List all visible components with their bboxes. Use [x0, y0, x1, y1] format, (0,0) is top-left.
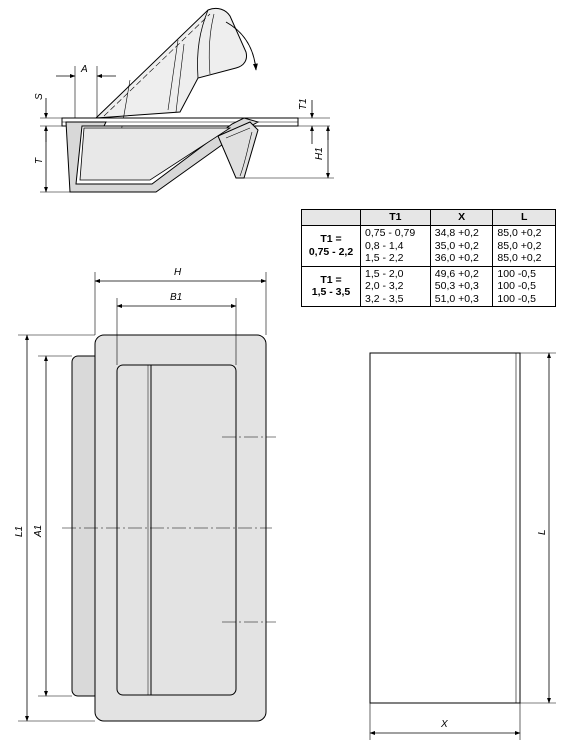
l-value: 85,0 +0,2 — [497, 252, 542, 264]
x-value: 50,3 +0,3 — [434, 280, 479, 292]
l-values: 100 -0,5 100 -0,5 100 -0,5 — [492, 265, 556, 307]
x-value: 49,6 +0,2 — [434, 267, 479, 280]
x-values: 34,8 +0,2 35,0 +0,2 36,0 +0,2 — [429, 225, 494, 267]
dim-label-T: T — [34, 157, 45, 164]
table-header-x: X — [429, 209, 494, 226]
l-value: 85,0 +0,2 — [497, 239, 542, 252]
table-row: T1 = 0,75 - 2,2 0,75 - 0,79 0,8 - 1,4 1,… — [301, 225, 556, 267]
table-header-l: L — [492, 209, 556, 226]
group-label-line: T1 = — [320, 233, 342, 246]
recess-tray — [65, 117, 260, 193]
dim-label-L1: L1 — [14, 526, 25, 537]
t1-value: 0,75 - 0,79 — [365, 227, 416, 239]
t1-value: 2,0 - 3,2 — [365, 280, 404, 292]
panel-cutout — [369, 352, 521, 704]
t1-value: 1,5 - 2,0 — [365, 267, 404, 280]
table-row: T1 = 1,5 - 3,5 1,5 - 2,0 2,0 - 3,2 3,2 -… — [301, 265, 556, 307]
front-view: H B1 L1 A1 — [14, 267, 276, 722]
x-values: 49,6 +0,2 50,3 +0,3 51,0 +0,3 — [429, 265, 494, 307]
lower-flap — [217, 121, 259, 179]
group-label-line: T1 = — [320, 273, 342, 286]
l-value: 100 -0,5 — [497, 292, 536, 305]
spec-table: T1 X L T1 = 0,75 - 2,2 0,75 - 0,79 0,8 -… — [301, 209, 556, 307]
t1-values: 1,5 - 2,0 2,0 - 3,2 3,2 - 3,5 — [360, 265, 431, 307]
t1-value: 3,2 - 3,5 — [365, 292, 404, 305]
dim-label-A: A — [80, 64, 88, 75]
table-header-blank — [301, 209, 361, 226]
table-header-t1: T1 — [360, 209, 431, 226]
group-label-range: 1,5 - 3,5 — [311, 286, 351, 299]
dim-label-H: H — [174, 267, 182, 278]
dim-label-B1: B1 — [170, 292, 182, 303]
rotation-arrow — [225, 21, 258, 71]
l-value: 85,0 +0,2 — [497, 227, 542, 239]
t1-value: 0,8 - 1,4 — [365, 239, 404, 252]
section-view: A S T T1 H1 — [34, 7, 334, 193]
l-value: 100 -0,5 — [497, 280, 536, 292]
table-header-row: T1 X L — [301, 209, 556, 226]
x-value: 51,0 +0,3 — [434, 292, 479, 305]
handle-lever — [94, 7, 247, 119]
group-label-range: 0,75 - 2,2 — [308, 245, 354, 258]
t1-value: 1,5 - 2,2 — [365, 252, 404, 264]
l-values: 85,0 +0,2 85,0 +0,2 85,0 +0,2 — [492, 225, 556, 267]
t1-values: 0,75 - 0,79 0,8 - 1,4 1,5 - 2,2 — [360, 225, 431, 267]
row-group-label: T1 = 1,5 - 3,5 — [301, 265, 361, 307]
dim-label-T1: T1 — [298, 98, 309, 110]
x-value: 36,0 +0,2 — [434, 252, 479, 264]
dim-label-X: X — [440, 719, 448, 730]
l-value: 100 -0,5 — [497, 267, 536, 280]
row-group-label: T1 = 0,75 - 2,2 — [301, 225, 361, 267]
inner-recess — [116, 364, 237, 696]
dim-label-S: S — [34, 93, 45, 100]
dim-label-A1: A1 — [33, 525, 44, 538]
x-value: 35,0 +0,2 — [434, 239, 479, 252]
cutout-view: L X — [369, 352, 556, 740]
dim-label-L: L — [537, 529, 548, 535]
dim-label-H1: H1 — [314, 147, 325, 160]
x-value: 34,8 +0,2 — [434, 227, 479, 239]
